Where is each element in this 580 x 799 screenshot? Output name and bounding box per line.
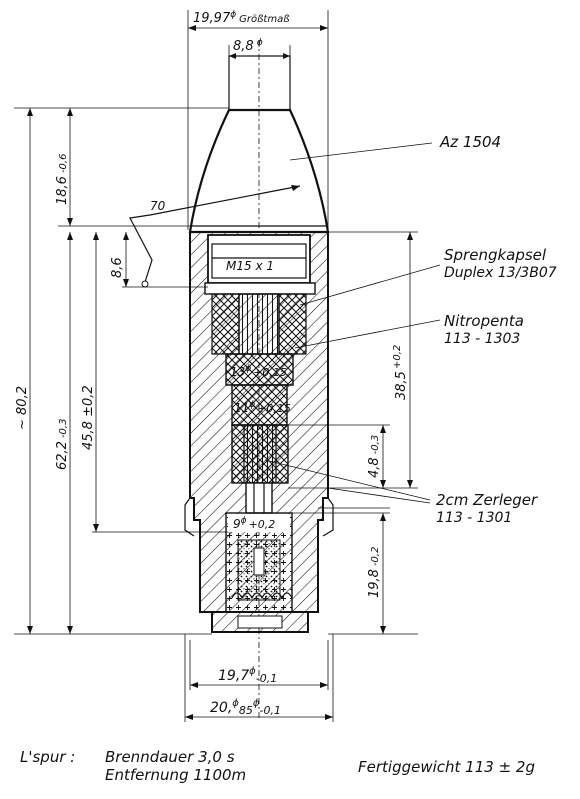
callout-fuze: Az 1504 <box>439 133 501 151</box>
right-dimension-lines <box>288 231 418 635</box>
callout-detonator-line-2: Duplex 13/3B07 <box>444 265 557 281</box>
bore-2-label: 11ϕ+0,15 <box>234 400 291 415</box>
thread-depth-label: 8,6 <box>110 257 125 278</box>
body-length-label: 62,2-0,3 <box>55 419 70 470</box>
callout-explosive-line-2: 113 - 1303 <box>444 331 520 347</box>
callout-leaders <box>264 142 441 504</box>
total-length-label: ~ 80,2 <box>15 386 30 430</box>
angle-label: 70 <box>150 199 166 213</box>
bore-1-label: 13ϕ+0,15 <box>230 364 287 379</box>
tracer-length-label: 19,8-0,2 <box>367 547 382 598</box>
left-dimension-lines <box>14 107 232 635</box>
projectile-body <box>184 231 334 633</box>
rim-diameter-label: 20,ϕ85ϕ-0,1 <box>210 698 281 717</box>
weight-label: Fertiggewicht 113 ± 2g <box>358 758 535 776</box>
tracer-bore-label: 9ϕ+0,2 <box>233 516 275 531</box>
callout-destructor-line-1: 2cm Zerleger <box>436 491 538 509</box>
callout-explosive-line-1: Nitropenta <box>444 312 524 330</box>
burn-time-label: Brenndauer 3,0 s <box>105 748 235 766</box>
thread-label: M15 x 1 <box>226 259 274 273</box>
callout-destructor-line-2: 113 - 1301 <box>436 510 512 526</box>
distance-label: Entfernung 1100m <box>105 766 246 784</box>
tracer-step-label: 4,8-0,3 <box>367 435 382 478</box>
band-diameter-label: 19,7ϕ-0,1 <box>218 666 277 685</box>
cavity-right-label: 38,5+0,2 <box>392 345 409 400</box>
nose-length-label: 18,6-0,6 <box>55 154 70 205</box>
callout-detonator-line-1: Sprengkapsel <box>444 246 547 264</box>
angle-indicator <box>129 185 301 288</box>
bottom-dimension-lines <box>184 634 334 722</box>
tracer-label: L'spur : <box>20 748 75 766</box>
cavity-depth-label: 45,8 ±0,2 <box>81 385 96 450</box>
